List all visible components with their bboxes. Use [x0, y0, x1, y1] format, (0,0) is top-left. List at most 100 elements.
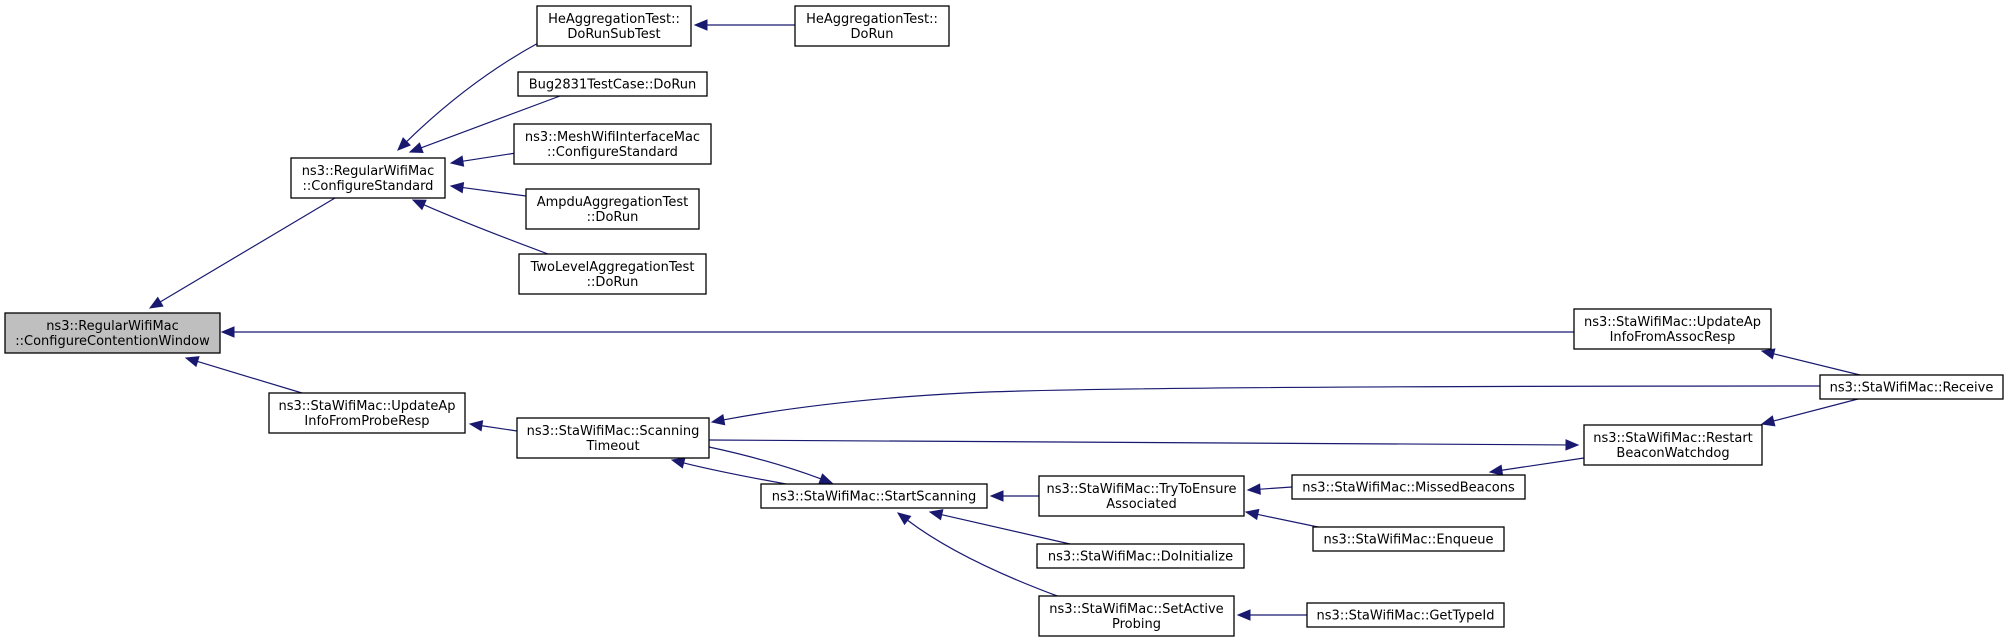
- node-rwm_cs[interactable]: ns3::RegularWifiMac::ConfigureStandard: [290, 157, 446, 199]
- arrowhead-icon: [1244, 508, 1260, 521]
- node-label: ns3::StaWifiMac::TryToEnsure: [1046, 482, 1236, 497]
- arrowhead-icon: [397, 137, 411, 151]
- edge-twolevel-to-rwm_cs: [411, 199, 549, 255]
- arrowhead-icon: [693, 19, 708, 31]
- node-root[interactable]: ns3::RegularWifiMac::ConfigureContention…: [4, 312, 221, 354]
- edge-scan_to-to-start_scan: [708, 446, 834, 485]
- node-box: [4, 312, 221, 354]
- node-label: ns3::StaWifiMac::UpdateAp: [1584, 315, 1761, 330]
- arrowhead-icon: [1236, 609, 1251, 621]
- node-box: [1036, 543, 1245, 569]
- node-label: ns3::StaWifiMac::UpdateAp: [278, 399, 455, 414]
- arrowhead-icon: [148, 296, 164, 309]
- node-label: ns3::StaWifiMac::StartScanning: [772, 490, 977, 505]
- edge-line: [1773, 353, 1861, 376]
- node-label: ns3::StaWifiMac::Scanning: [527, 424, 700, 439]
- edge-line: [160, 197, 336, 303]
- edge-mesh_cs-to-rwm_cs: [449, 152, 517, 167]
- node-box: [525, 188, 700, 230]
- edge-line: [708, 439, 1567, 446]
- edge-scan_to-to-restart: [708, 439, 1580, 451]
- edge-line: [708, 446, 821, 480]
- node-label: HeAggregationTest::: [548, 12, 680, 27]
- arrowhead-icon: [449, 181, 465, 194]
- arrowhead-icon: [408, 142, 424, 154]
- edge-line: [1259, 486, 1293, 490]
- node-box: [290, 157, 446, 199]
- node-label: Timeout: [585, 439, 639, 454]
- edge-ampdu-to-rwm_cs: [449, 181, 527, 197]
- node-label: DoRunSubTest: [567, 27, 660, 42]
- arrowhead-icon: [670, 457, 686, 469]
- edge-line: [462, 186, 527, 197]
- node-do_init[interactable]: ns3::StaWifiMac::DoInitialize: [1036, 543, 1245, 569]
- edge-do_init-to-start_scan: [928, 509, 1071, 545]
- edge-upd_assoc-to-root: [220, 326, 1575, 338]
- edge-line: [1257, 513, 1319, 528]
- node-label: AmpduAggregationTest: [537, 195, 688, 210]
- node-he_subtest[interactable]: HeAggregationTest::DoRunSubTest: [536, 5, 692, 47]
- edge-get_type-to-set_probing: [1236, 609, 1307, 621]
- arrowhead-icon: [1565, 439, 1580, 451]
- edge-scan_to-to-upd_probe: [468, 420, 518, 432]
- node-label: InfoFromProbeResp: [304, 414, 429, 429]
- edge-try_assoc-to-start_scan: [989, 490, 1039, 502]
- node-label: ::ConfigureStandard: [303, 179, 434, 194]
- node-get_type[interactable]: ns3::StaWifiMac::GetTypeId: [1306, 602, 1505, 628]
- node-start_scan[interactable]: ns3::StaWifiMac::StartScanning: [760, 483, 988, 509]
- edge-start_scan-to-scan_to: [670, 457, 787, 485]
- node-box: [268, 392, 466, 434]
- edge-line: [421, 95, 561, 149]
- edge-line: [481, 425, 518, 432]
- node-mesh_cs[interactable]: ns3::MeshWifiInterfaceMac::ConfigureStan…: [513, 123, 712, 165]
- edge-line: [233, 330, 1575, 333]
- node-box: [536, 5, 692, 47]
- node-upd_probe[interactable]: ns3::StaWifiMac::UpdateApInfoFromProbeRe…: [268, 392, 466, 434]
- nodes-layer: ns3::RegularWifiMac::ConfigureContention…: [4, 5, 2004, 637]
- node-ampdu[interactable]: AmpduAggregationTest::DoRun: [525, 188, 700, 230]
- node-label: ns3::StaWifiMac::Enqueue: [1324, 533, 1494, 548]
- arrowhead-icon: [710, 414, 726, 426]
- node-label: HeAggregationTest::: [806, 12, 938, 27]
- node-label: ns3::StaWifiMac::MissedBeacons: [1302, 481, 1515, 496]
- edge-he_dorun-to-he_subtest: [693, 19, 795, 31]
- node-label: DoRun: [851, 27, 894, 42]
- node-label: Bug2831TestCase::DoRun: [529, 78, 697, 93]
- arrowhead-icon: [184, 356, 200, 368]
- node-label: Associated: [1106, 497, 1176, 512]
- edge-line: [197, 360, 303, 394]
- edge-receive-to-restart: [1760, 398, 1859, 427]
- node-receive[interactable]: ns3::StaWifiMac::Receive: [1819, 374, 2004, 400]
- node-box: [1291, 474, 1526, 500]
- arrowhead-icon: [1760, 415, 1776, 427]
- arrowhead-icon: [896, 512, 912, 526]
- node-missed[interactable]: ns3::StaWifiMac::MissedBeacons: [1291, 474, 1526, 500]
- edge-line: [1501, 457, 1585, 471]
- node-he_dorun[interactable]: HeAggregationTest::DoRun: [794, 5, 950, 47]
- node-upd_assoc[interactable]: ns3::StaWifiMac::UpdateApInfoFromAssocRe…: [1573, 308, 1772, 350]
- node-box: [1038, 475, 1245, 517]
- node-label: BeaconWatchdog: [1616, 446, 1729, 461]
- arrowhead-icon: [449, 155, 465, 167]
- arrowhead-icon: [1488, 464, 1504, 476]
- node-box: [1819, 374, 2004, 400]
- edge-receive-to-upd_assoc: [1760, 348, 1861, 376]
- arrowhead-icon: [1760, 348, 1776, 360]
- edge-line: [941, 514, 1071, 545]
- edge-line: [462, 152, 517, 162]
- node-bug2831[interactable]: Bug2831TestCase::DoRun: [517, 71, 708, 97]
- arrowhead-icon: [468, 420, 484, 432]
- node-enqueue[interactable]: ns3::StaWifiMac::Enqueue: [1312, 526, 1505, 552]
- node-box: [1573, 308, 1772, 350]
- edge-set_probing-to-start_scan: [896, 512, 1061, 598]
- arrowhead-icon: [989, 490, 1004, 502]
- edge-missed-to-try_assoc: [1246, 483, 1293, 495]
- edges-layer: [148, 19, 1861, 621]
- node-twolevel[interactable]: TwoLevelAggregationTest::DoRun: [518, 253, 707, 295]
- node-label: ::DoRun: [587, 210, 639, 225]
